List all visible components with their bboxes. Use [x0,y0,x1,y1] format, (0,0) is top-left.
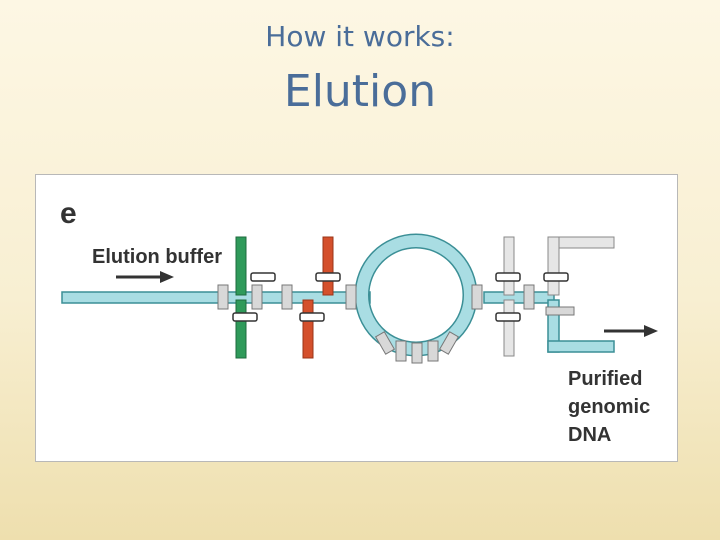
panel-letter: e [60,197,77,230]
valve-clamps [232,272,569,322]
red-port [302,236,334,359]
output-label-line-2: genomic [568,396,650,418]
ring-valves [374,331,460,364]
gray-port [503,236,515,357]
green-port [235,236,247,359]
input-arrow [116,271,174,283]
elution-diagram: e Elution buffer [35,174,678,462]
elution-buffer-label: Elution buffer [92,246,222,268]
ring-chamber [354,233,478,357]
slide-subtitle: How it works: [265,20,455,53]
slide-title: Elution [283,66,437,117]
outlet-elbow [547,236,615,353]
output-arrow [604,325,658,337]
output-label-line-1: Purified [568,368,642,390]
outlet-channel [483,291,555,304]
output-label-line-3: DNA [568,424,611,446]
channel-valves [217,284,575,316]
inlet-channel [61,291,371,304]
